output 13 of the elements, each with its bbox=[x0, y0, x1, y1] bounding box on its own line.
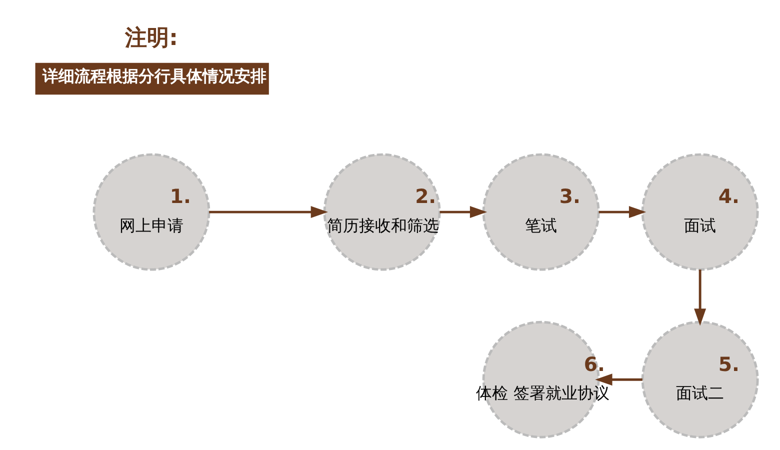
node-circle: 5. 面试二 bbox=[641, 320, 759, 438]
node-circle: 2. 简历接收和筛选 bbox=[323, 152, 441, 270]
arrow bbox=[209, 206, 328, 218]
arrow bbox=[694, 269, 706, 326]
arrow bbox=[595, 373, 642, 386]
node-circle: 4. 面试 bbox=[641, 152, 759, 270]
arrow bbox=[598, 206, 646, 218]
node-circle: 1. 网上申请 bbox=[92, 152, 210, 270]
node-label: 注明: bbox=[125, 25, 178, 50]
node-circle: 3. 笔试 bbox=[482, 152, 600, 270]
arrow bbox=[440, 206, 488, 218]
node-label: 6. bbox=[584, 352, 605, 376]
node-box: 详细流程根据分行具体情况安排 bbox=[35, 62, 269, 94]
